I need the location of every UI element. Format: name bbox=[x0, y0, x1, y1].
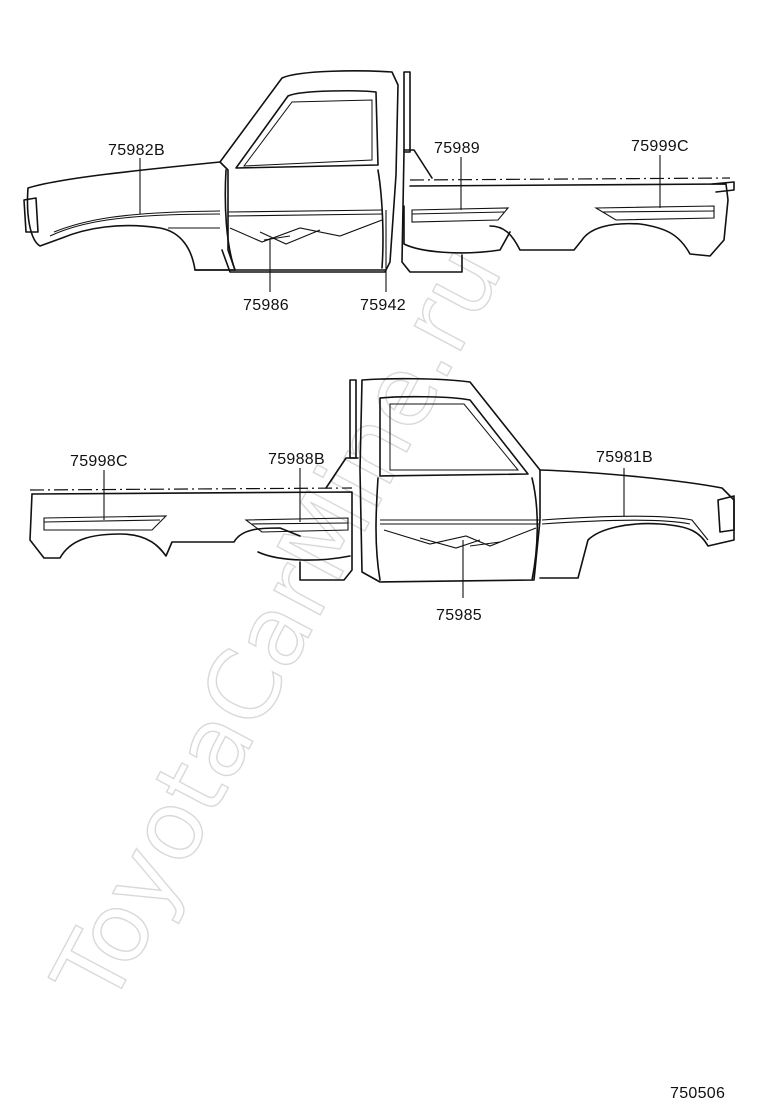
label-75985: 75985 bbox=[436, 607, 482, 624]
label-75981B: 75981B bbox=[596, 449, 653, 466]
lower-truck-outline bbox=[29, 377, 735, 583]
label-75986: 75986 bbox=[243, 297, 289, 314]
diagram-code: 750506 bbox=[670, 1085, 725, 1102]
label-75942: 75942 bbox=[360, 297, 406, 314]
lower-leader-lines bbox=[103, 468, 625, 598]
upper-truck-outline bbox=[23, 70, 735, 273]
label-75989: 75989 bbox=[434, 140, 480, 157]
label-75988B: 75988B bbox=[268, 451, 325, 468]
label-75998C: 75998C bbox=[70, 453, 128, 470]
watermark: ToyotaCarMine.ru bbox=[31, 228, 524, 1022]
label-75982B: 75982B bbox=[108, 142, 165, 159]
upper-leader-lines bbox=[139, 155, 661, 292]
label-75999C: 75999C bbox=[631, 138, 689, 155]
